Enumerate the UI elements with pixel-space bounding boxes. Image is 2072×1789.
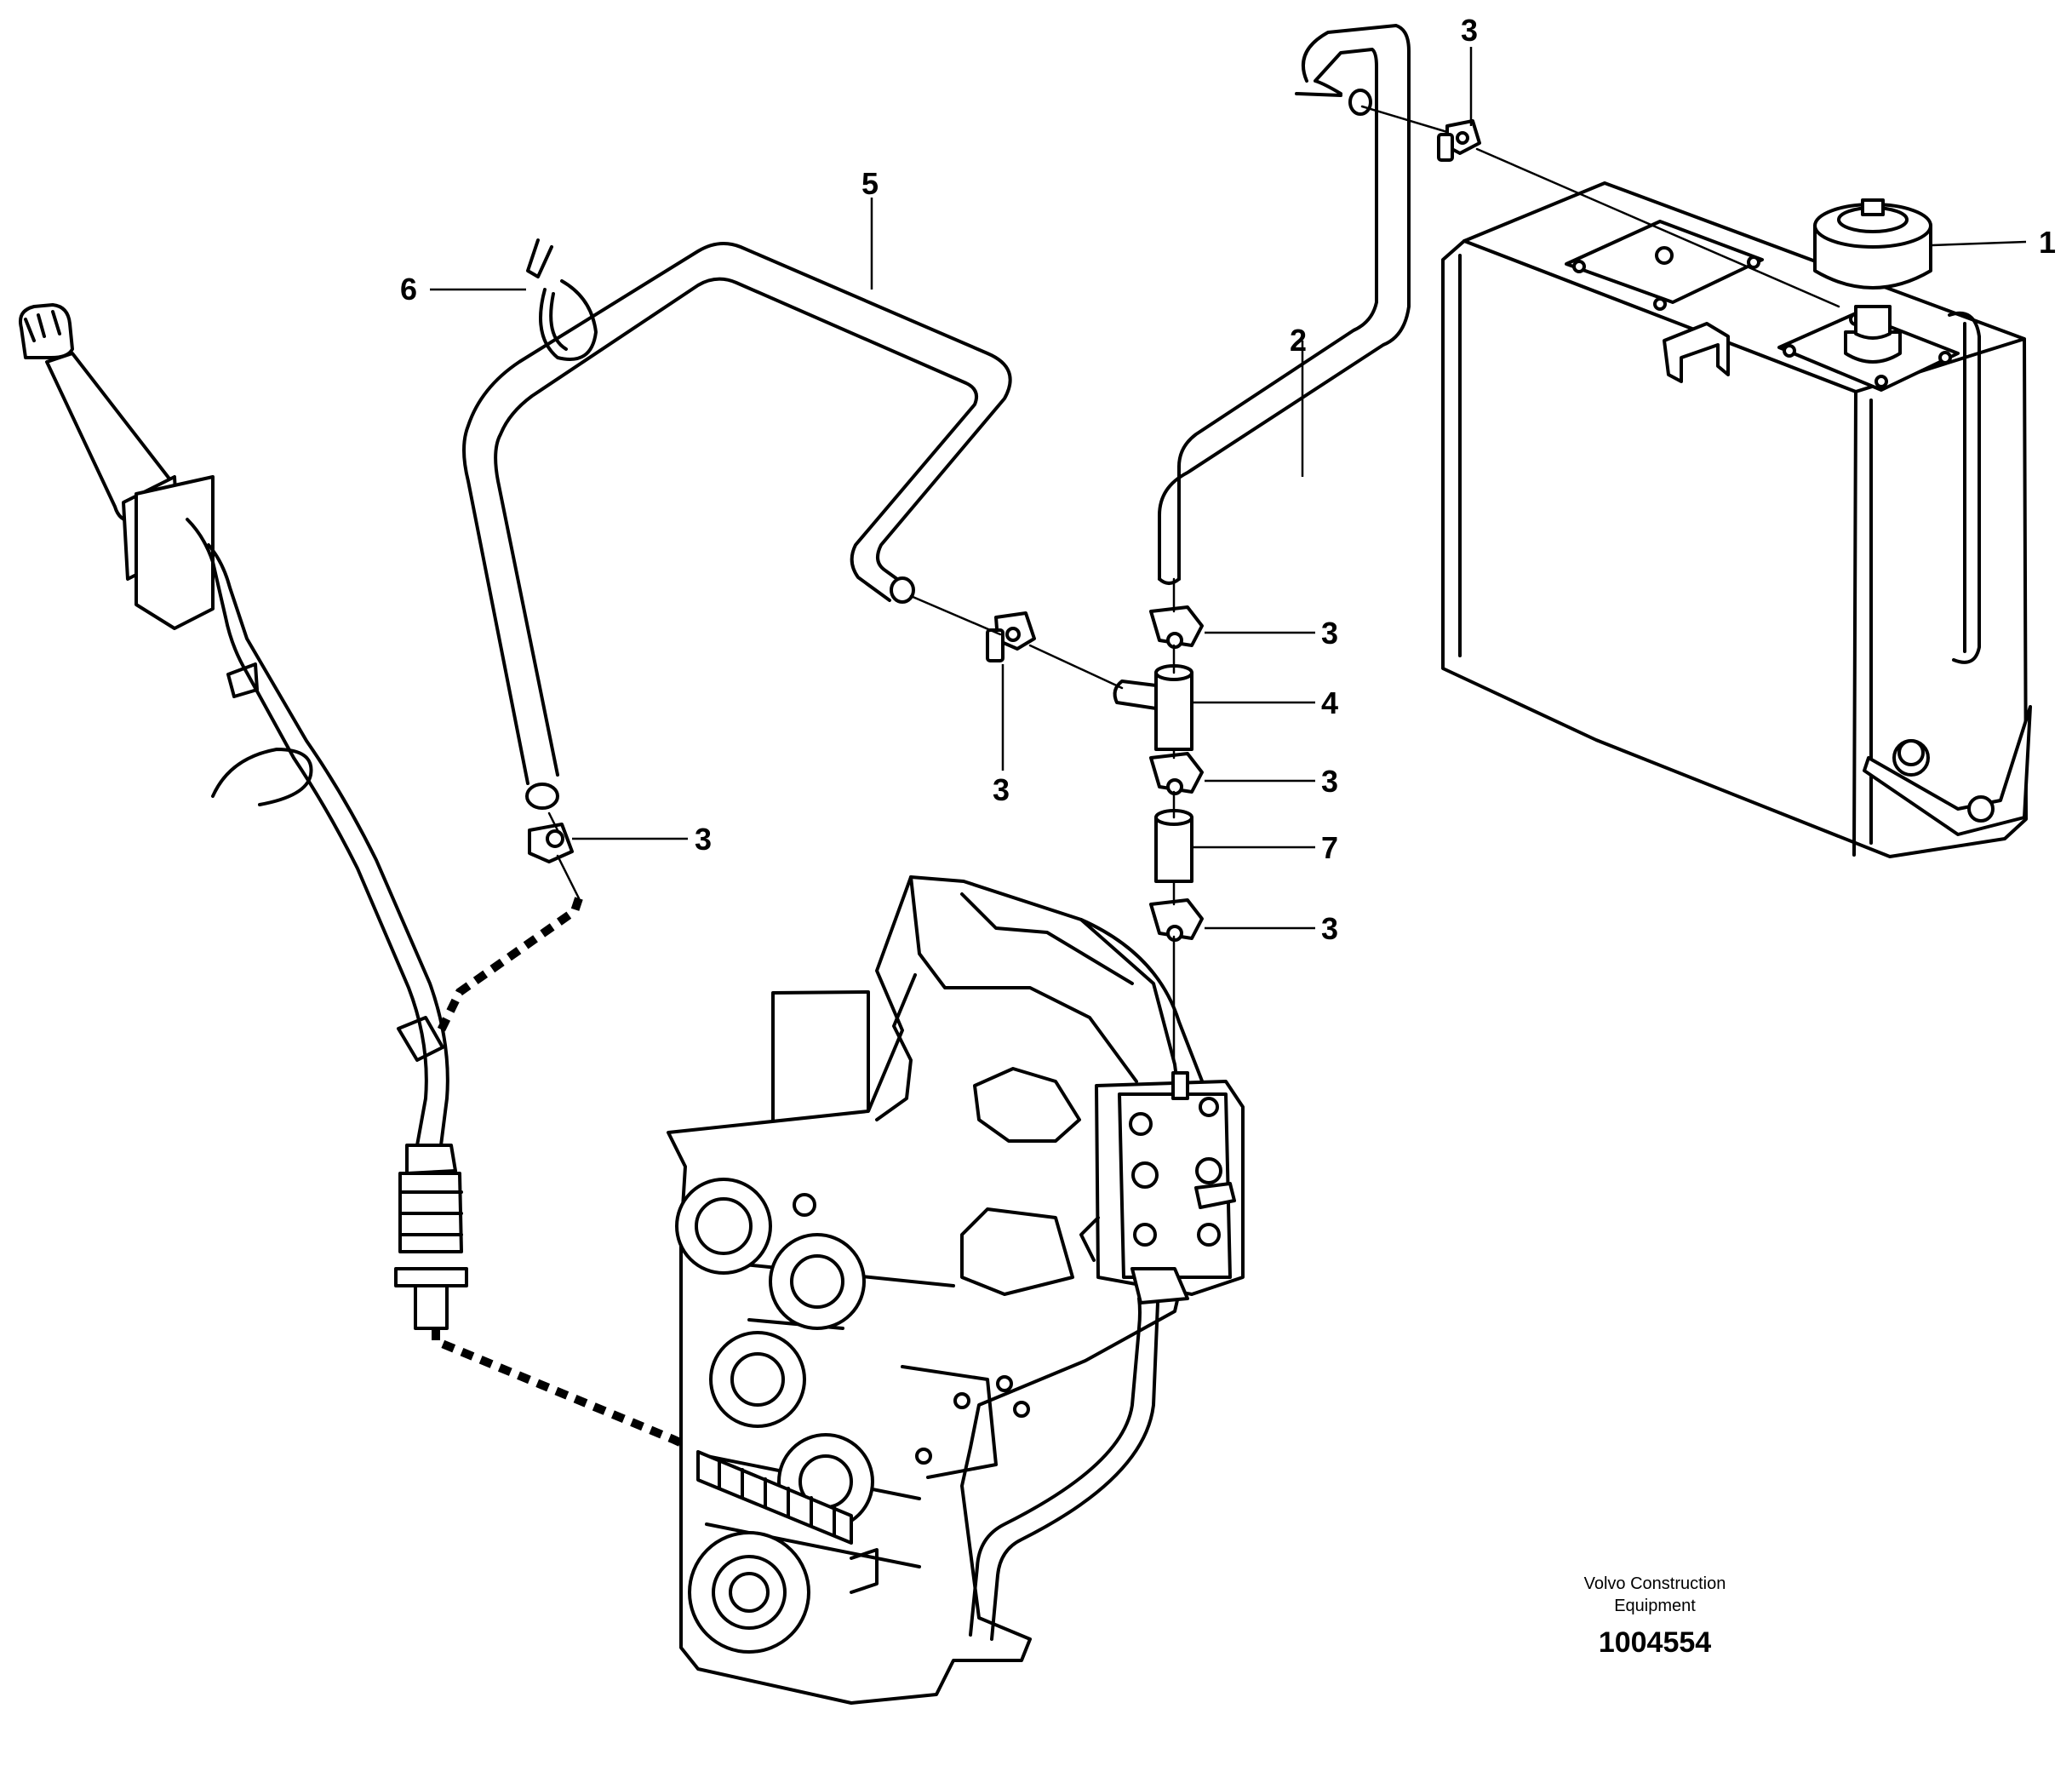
callout-3-c: 3: [1321, 911, 1338, 946]
caption-brand-line-2: Equipment: [1614, 1597, 1696, 1615]
callout-7: 7: [1321, 830, 1338, 865]
filler-pipe: [19, 303, 468, 1330]
callout-numbers: 1 2 3 3 4 3 7 3 3 3 5 6: [400, 13, 2056, 946]
tie-strap-6: [526, 238, 598, 361]
callout-4: 4: [1321, 685, 1338, 720]
assembly-lines: [547, 105, 1840, 1100]
callout-3-a: 3: [1321, 616, 1338, 651]
return-pipe: [969, 1297, 1159, 1641]
callout-3-d: 3: [993, 772, 1010, 807]
hose-clamps-3: [528, 119, 1481, 942]
caption-brand-line-1: Volvo Construction: [1584, 1574, 1726, 1593]
t-piece-4: [1113, 664, 1193, 751]
hose-7: [1154, 809, 1193, 883]
callout-1: 1: [2039, 225, 2056, 260]
callout-2: 2: [1290, 323, 1307, 358]
dashed-connections: [432, 897, 879, 1537]
callout-3-top: 3: [1461, 13, 1478, 48]
callout-5: 5: [861, 166, 879, 201]
control-valve: [1079, 1071, 1245, 1304]
callout-3-e: 3: [695, 822, 712, 857]
hydraulic-tank: [1441, 181, 2032, 858]
transmission-housing: [667, 875, 1211, 1705]
callout-3-b: 3: [1321, 764, 1338, 799]
diagram-id: 1004554: [1599, 1626, 1711, 1659]
caption-block: Volvo Construction Equipment 1004554: [1584, 1574, 1726, 1659]
hose-5: [462, 242, 1012, 810]
callout-6: 6: [400, 272, 417, 307]
callout-leaders: [430, 47, 2027, 930]
